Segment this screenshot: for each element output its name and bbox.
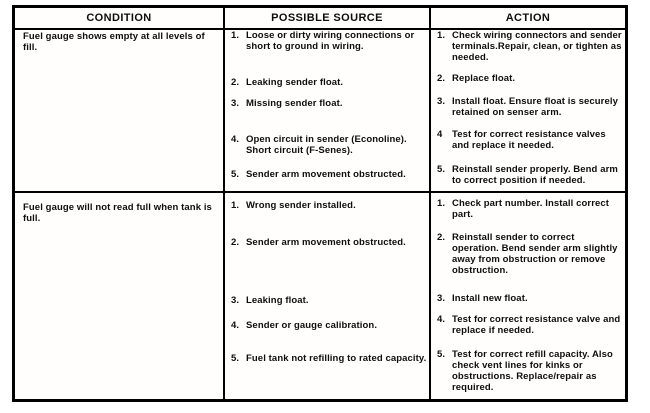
action-item: 1. Check part number. Install correct pa… bbox=[437, 198, 623, 220]
item-number: 3. bbox=[437, 96, 446, 107]
source-item: 3. Leaking float. bbox=[231, 295, 427, 306]
item-text: Leaking sender float. bbox=[246, 77, 344, 88]
source-item: 1. Wrong sender installed. bbox=[231, 200, 427, 211]
item-number: 1. bbox=[231, 200, 240, 211]
source-cell-row2: 1. Wrong sender installed. 2. Sender arm… bbox=[223, 191, 429, 399]
source-item: 4. Open circuit in sender (Econoline). S… bbox=[231, 134, 427, 156]
source-item: 2. Leaking sender float. bbox=[231, 77, 427, 88]
item-text: Install float. Ensure float is securely … bbox=[452, 96, 618, 118]
item-number: 2. bbox=[437, 73, 446, 84]
source-cell-row1: 1. Loose or dirty wiring connections or … bbox=[223, 28, 429, 191]
item-text: Install new float. bbox=[452, 293, 528, 304]
item-text: Reinstall sender to correct operation. B… bbox=[452, 232, 618, 276]
item-number: 4 bbox=[437, 129, 443, 140]
item-text: Sender arm movement obstructed. bbox=[246, 237, 406, 248]
header-possible-source: POSSIBLE SOURCE bbox=[223, 8, 429, 28]
item-text: Wrong sender installed. bbox=[246, 200, 356, 211]
item-text: Leaking float. bbox=[246, 295, 309, 306]
action-item: 4 Test for correct resistance valves and… bbox=[437, 129, 623, 151]
item-number: 4. bbox=[437, 314, 446, 325]
item-number: 1. bbox=[437, 30, 446, 41]
item-number: 2. bbox=[231, 237, 240, 248]
item-text: Reinstall sender properly. Bend arm to c… bbox=[452, 164, 618, 186]
item-number: 4. bbox=[231, 134, 240, 145]
item-number: 5. bbox=[437, 164, 446, 175]
action-item: 5. Test for correct refill capacity. Als… bbox=[437, 349, 623, 393]
item-number: 2. bbox=[231, 77, 240, 88]
action-item: 4. Test for correct resistance valve and… bbox=[437, 314, 623, 336]
header-condition-label: CONDITION bbox=[86, 12, 152, 24]
item-text: Loose or dirty wiring connections or sho… bbox=[246, 30, 415, 52]
action-item: 5. Reinstall sender properly. Bend arm t… bbox=[437, 164, 623, 186]
source-item: 5. Sender arm movement obstructed. bbox=[231, 169, 427, 180]
action-cell-row2: 1. Check part number. Install correct pa… bbox=[429, 191, 625, 399]
item-number: 1. bbox=[231, 30, 240, 41]
header-action-label: ACTION bbox=[505, 12, 551, 24]
source-item: 4. Sender or gauge calibration. bbox=[231, 320, 427, 331]
header-action: ACTION bbox=[429, 8, 625, 28]
item-number: 5. bbox=[437, 349, 446, 360]
condition-text: Fuel gauge shows empty at all levels of … bbox=[23, 31, 205, 53]
action-item: 3. Install new float. bbox=[437, 293, 623, 304]
item-text: Fuel tank not refilling to rated capacit… bbox=[246, 353, 427, 364]
item-text: Check wiring connectors and sender termi… bbox=[452, 30, 622, 63]
source-item: 3. Missing sender float. bbox=[231, 98, 427, 109]
item-number: 3. bbox=[231, 98, 240, 109]
item-text: Check part number. Install correct part. bbox=[452, 198, 610, 220]
condition-text: Fuel gauge will not read full when tank … bbox=[23, 202, 212, 224]
condition-cell-row1: Fuel gauge shows empty at all levels of … bbox=[15, 28, 223, 191]
item-text: Replace float. bbox=[452, 73, 516, 84]
item-text: Test for correct resistance valve and re… bbox=[452, 314, 621, 336]
source-item: 5. Fuel tank not refilling to rated capa… bbox=[231, 353, 427, 364]
action-item: 1. Check wiring connectors and sender te… bbox=[437, 30, 623, 63]
action-item: 3. Install float. Ensure float is secure… bbox=[437, 96, 623, 118]
source-item: 1. Loose or dirty wiring connections or … bbox=[231, 30, 427, 52]
item-text: Sender or gauge calibration. bbox=[246, 320, 378, 331]
action-cell-row1: 1. Check wiring connectors and sender te… bbox=[429, 28, 625, 191]
header-condition: CONDITION bbox=[15, 8, 223, 28]
item-text: Missing sender float. bbox=[246, 98, 343, 109]
source-item: 2. Sender arm movement obstructed. bbox=[231, 237, 427, 248]
item-text: Open circuit in sender (Econoline). Shor… bbox=[246, 134, 407, 156]
action-item: 2. Reinstall sender to correct operation… bbox=[437, 232, 623, 276]
item-number: 5. bbox=[231, 169, 240, 180]
item-text: Test for correct refill capacity. Also c… bbox=[452, 349, 613, 393]
condition-cell-row2: Fuel gauge will not read full when tank … bbox=[15, 191, 223, 399]
item-number: 3. bbox=[437, 293, 446, 304]
item-number: 5. bbox=[231, 353, 240, 364]
troubleshooting-table: CONDITION POSSIBLE SOURCE ACTION Fuel ga… bbox=[12, 5, 628, 402]
item-number: 4. bbox=[231, 320, 240, 331]
header-possible-source-label: POSSIBLE SOURCE bbox=[271, 12, 383, 24]
item-text: Test for correct resistance valves and r… bbox=[452, 129, 606, 151]
item-number: 2. bbox=[437, 232, 446, 243]
item-number: 3. bbox=[231, 295, 240, 306]
action-item: 2. Replace float. bbox=[437, 73, 623, 84]
item-text: Sender arm movement obstructed. bbox=[246, 169, 406, 180]
item-number: 1. bbox=[437, 198, 446, 209]
